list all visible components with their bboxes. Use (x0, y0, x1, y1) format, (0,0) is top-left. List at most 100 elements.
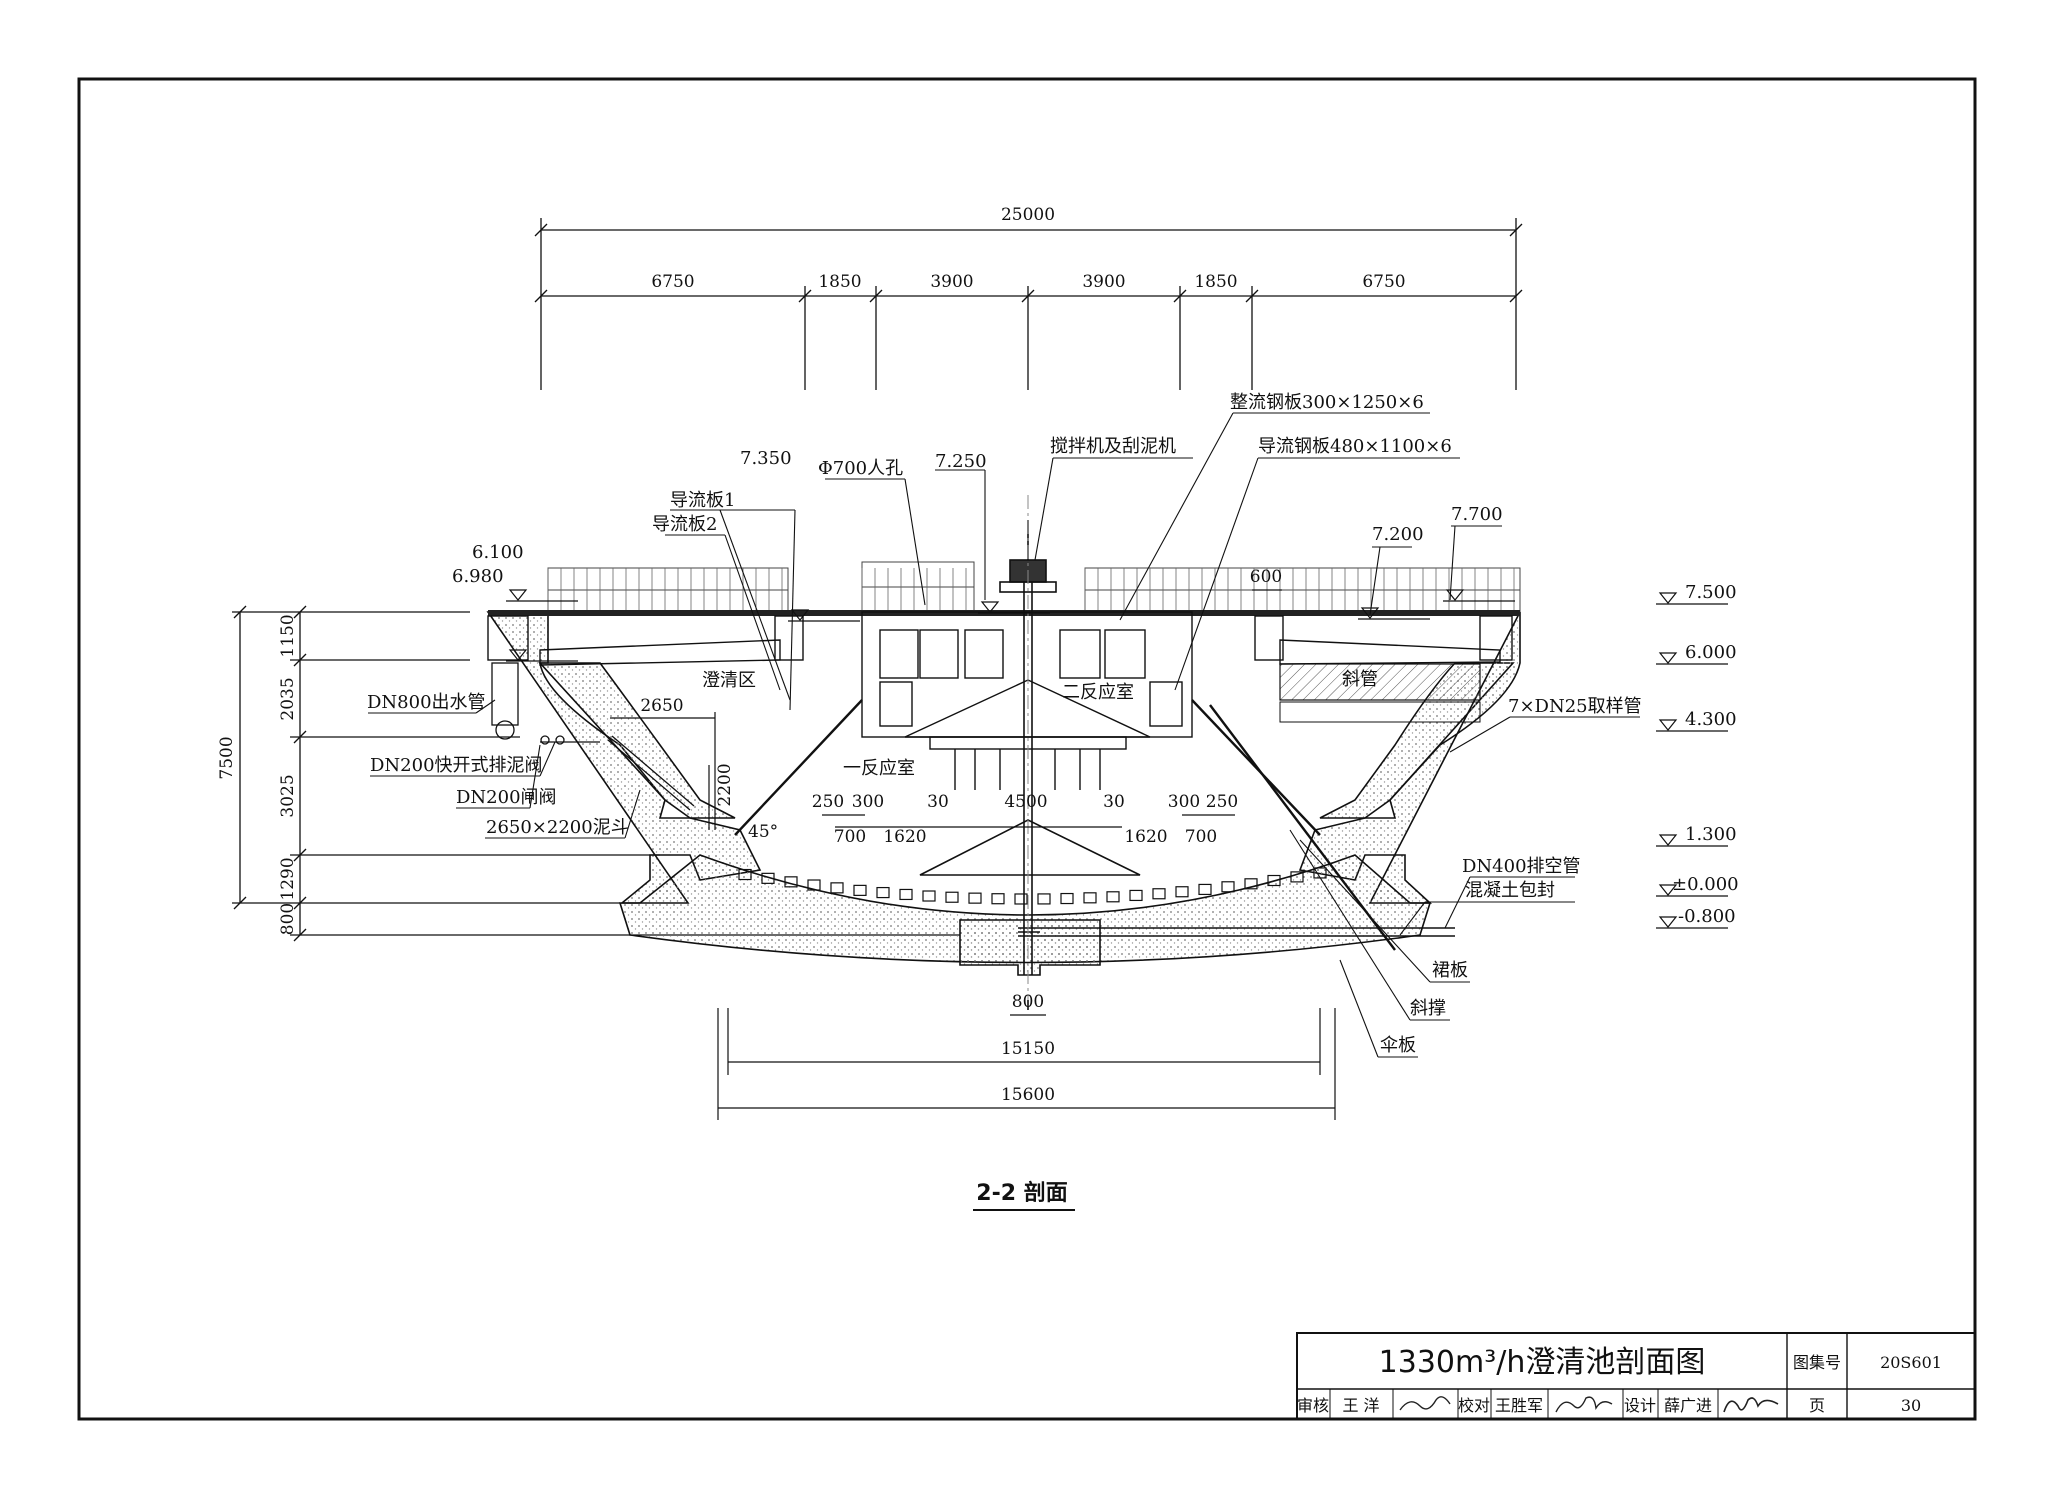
dim-left-seg-2: 2035 (278, 677, 298, 720)
dim-right-1620: 1620 (1124, 827, 1167, 847)
dim-600: 600 (1250, 567, 1282, 587)
outlet-pipe (491, 662, 519, 740)
troughs (487, 615, 1513, 666)
drawing-frame (77, 77, 1977, 1421)
scraper-block (899, 888, 913, 901)
dim-overall-width: 25000 (1001, 205, 1055, 225)
scraper-block (945, 891, 959, 903)
label-encase: 混凝土包封 (1465, 880, 1555, 901)
label-guide-steel: 导流钢板480×1100×6 (1258, 436, 1452, 457)
scraper-block (991, 893, 1005, 905)
elev-7350: 7.350 (740, 448, 792, 469)
checker-name: 王胜军 (1495, 1396, 1543, 1415)
elev-4300: 4.300 (1685, 709, 1737, 730)
dim-left-300: 300 (852, 792, 884, 812)
dim-left-250: 250 (812, 792, 844, 812)
check-label: 校对 (1458, 1396, 1490, 1415)
dim-left-700: 700 (834, 827, 866, 847)
elevation-triangle (508, 649, 528, 661)
review-label: 审核 (1297, 1396, 1329, 1415)
dim-2200: 2200 (715, 763, 735, 806)
top-dimensions (534, 218, 1523, 390)
elev-m0800: -0.800 (1678, 906, 1736, 927)
page-label: 页 (1809, 1396, 1825, 1415)
elev-7500: 7.500 (1685, 582, 1737, 603)
elev-7700: 7.700 (1451, 504, 1503, 525)
dim-angle: 45° (748, 822, 778, 842)
scraper-block (1060, 892, 1074, 905)
scraper-block (738, 868, 752, 881)
elevation-triangle (1658, 916, 1678, 928)
label-rect-steel: 整流钢板300×1250×6 (1230, 392, 1424, 413)
drawing-title: 1330m³/h澄清池剖面图 (1379, 1345, 1706, 1380)
railing-posts (547, 568, 1515, 612)
scraper-block (922, 890, 936, 902)
elevation-markers (506, 589, 1728, 929)
scraper-block (1221, 881, 1235, 893)
label-manhole: Φ700人孔 (818, 458, 903, 479)
atlas-label: 图集号 (1793, 1353, 1841, 1372)
scraper-block (1198, 883, 1212, 896)
dim-left-seg-5: 800 (278, 903, 298, 935)
label-first-chamber: 一反应室 (843, 758, 915, 779)
dim-bottom-15150: 15150 (1001, 1039, 1055, 1059)
label-sampling: 7×DN25取样管 (1508, 696, 1642, 717)
scraper-block (784, 876, 798, 888)
elevation-triangle (1658, 884, 1678, 896)
label-umbrella: 伞板 (1380, 1035, 1416, 1056)
dim-right-300: 300 (1168, 792, 1200, 812)
label-baffle1: 导流板1 (670, 490, 735, 511)
label-gate-valve: DN200闸阀 (456, 787, 557, 808)
scraper-block (807, 879, 821, 891)
elevation-triangle (1658, 652, 1678, 664)
dim-top-seg-1: 6750 (651, 272, 694, 292)
elevation-triangle (1658, 719, 1678, 731)
dim-right-30: 30 (1103, 792, 1125, 812)
skirt-plates (734, 699, 1396, 951)
scraper-block (1267, 874, 1281, 887)
dim-2650: 2650 (640, 696, 683, 716)
sludge-hopper (540, 735, 695, 811)
label-quick-valve: DN200快开式排泥阀 (370, 755, 543, 776)
dim-top-seg-5: 1850 (1194, 272, 1237, 292)
reviewer-name: 王 洋 (1342, 1396, 1379, 1415)
dim-left-seg-1: 1150 (278, 614, 298, 657)
dim-top-seg-3: 3900 (930, 272, 973, 292)
dim-left-seg-4: 1290 (278, 857, 298, 900)
scraper-block (761, 872, 775, 884)
scraper-block (1129, 889, 1143, 902)
dim-bottom-800: 800 (1012, 992, 1044, 1012)
elev-1300: 1.300 (1685, 824, 1737, 845)
label-drain: DN400排空管 (1462, 856, 1581, 877)
label-second-chamber: 二反应室 (1062, 682, 1134, 703)
label-hopper: 2650×2200泥斗 (486, 817, 629, 838)
atlas-number: 20S601 (1880, 1353, 1942, 1372)
elev-7200: 7.200 (1372, 524, 1424, 545)
dim-left-30: 30 (927, 792, 949, 812)
elev-7250: 7.250 (935, 451, 987, 472)
designer-signature (1723, 1397, 1779, 1413)
dim-right-700: 700 (1185, 827, 1217, 847)
label-skirt: 裙板 (1432, 960, 1468, 981)
elev-6000: 6.000 (1685, 642, 1737, 663)
elevation-triangle (790, 609, 810, 621)
leader-lines (368, 412, 1640, 1058)
dim-center-4500: 4500 (1004, 792, 1047, 812)
dim-top-seg-4: 3900 (1082, 272, 1125, 292)
scraper-block (1244, 878, 1258, 890)
label-baffle2: 导流板2 (652, 514, 717, 535)
dim-left-1620: 1620 (883, 827, 926, 847)
dim-top-seg-6: 6750 (1362, 272, 1405, 292)
dim-left-seg-3: 3025 (278, 774, 298, 817)
elevation-triangle (508, 589, 528, 601)
reviewer-signature (1399, 1396, 1451, 1411)
elev-6980: 6.980 (452, 566, 504, 587)
label-tubes: 斜管 (1342, 669, 1378, 690)
dim-right-250: 250 (1206, 792, 1238, 812)
dim-top-seg-2: 1850 (818, 272, 861, 292)
scraper-block (1290, 871, 1304, 883)
dim-overall-height: 7500 (217, 736, 237, 779)
inclined-tubes (1279, 663, 1481, 723)
reaction-chamber (861, 611, 1193, 790)
